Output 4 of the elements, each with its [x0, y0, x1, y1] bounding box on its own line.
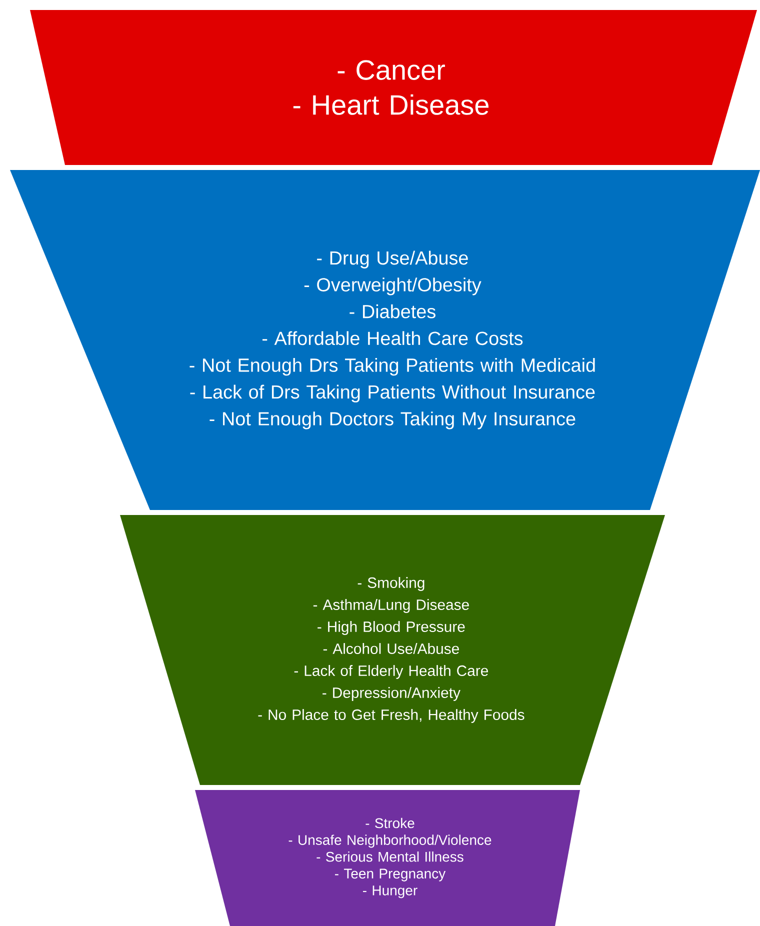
- funnel-band: - Smoking - Asthma/Lung Disease - High Blood Pressure - Alcohol Use/Abuse - Lack of Elderly Health Care - Depression/Anxiety - No Place to Get Fresh, Healthy Foods: [120, 515, 665, 785]
- funnel-band: - Stroke - Unsafe Neighborhood/Violence - Serious Mental Illness - Teen Pregnancy - Hunger: [195, 790, 580, 926]
- funnel-band: - Drug Use/Abuse - Overweight/Obesity - Diabetes - Affordable Health Care Costs - Not Enough Drs Taking Patients with Medicaid - Lack of Drs Taking Patients Without Insurance - Not Enough Doctors Taking My Insurance: [10, 170, 760, 510]
- funnel-band: - Cancer - Heart Disease: [30, 10, 757, 165]
